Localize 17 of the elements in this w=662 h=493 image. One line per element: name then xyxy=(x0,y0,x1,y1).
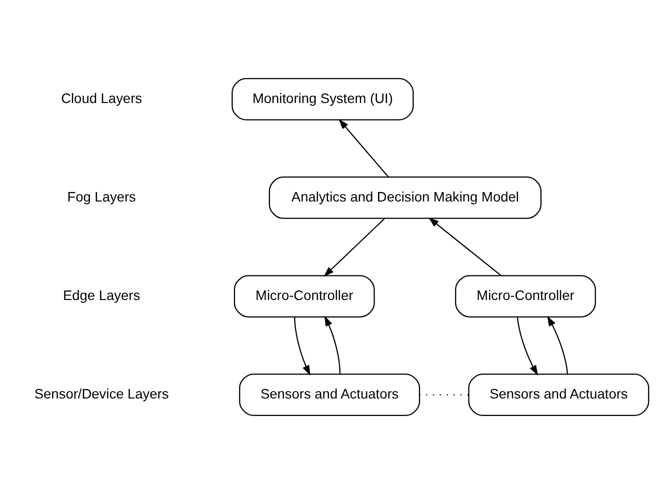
arrow xyxy=(324,315,341,374)
arrow xyxy=(428,217,502,276)
label: Cloud Layers xyxy=(61,90,142,106)
label: Edge Layers xyxy=(63,287,140,302)
arrow xyxy=(324,218,385,276)
node-box: Monitoring System (UI) xyxy=(232,78,414,120)
node-box: Micro-Controller xyxy=(455,274,596,317)
arrow xyxy=(294,316,310,376)
label: Fog Layers xyxy=(67,188,136,204)
node-box: Sensors and Actuators xyxy=(468,373,650,416)
node-box: Sensors and Actuators xyxy=(239,373,420,416)
arrow xyxy=(338,118,389,177)
label: Sensor/Device Layers xyxy=(34,386,169,401)
arrow xyxy=(547,315,568,374)
node-box: Micro-Controller xyxy=(234,274,375,317)
node-box: Analytics and Decision Making Model xyxy=(268,176,542,218)
arrow xyxy=(516,316,538,376)
